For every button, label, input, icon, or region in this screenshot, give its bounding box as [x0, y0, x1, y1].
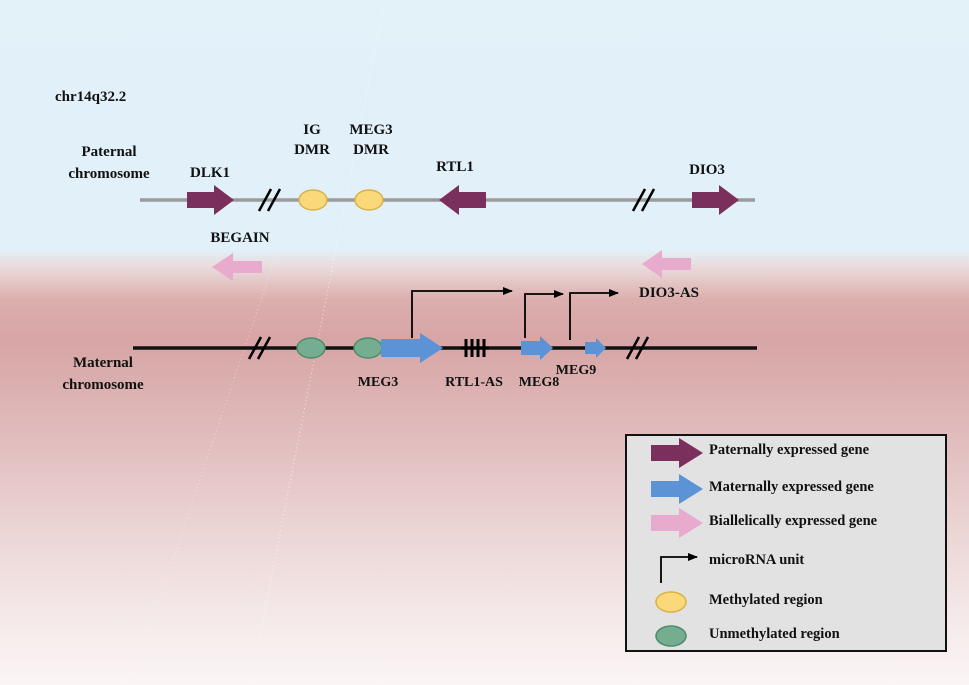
ig-dmr-unmethylated-circle	[296, 337, 326, 359]
legend-maternal-label: Maternally expressed gene	[709, 479, 874, 495]
paternal-label-line1: Paternal	[81, 144, 137, 160]
meg3-gene-arrow	[381, 333, 443, 363]
meg3-dmr-label: MEG3 DMR	[349, 120, 392, 160]
break-mark	[625, 336, 650, 360]
legend-biallelic-arrow	[651, 508, 703, 538]
legend-unmethylated-circle	[655, 625, 687, 647]
meg9-label: MEG9	[555, 363, 597, 378]
meg3-dmr-unmethylated-circle	[353, 337, 383, 359]
meg8-gene-arrow	[521, 336, 553, 360]
dio3-as-label: DIO3-AS	[639, 285, 700, 301]
paternal-label-line2: chromosome	[68, 166, 150, 182]
legend-microrna-label: microRNA unit	[709, 552, 805, 568]
legend-maternal-arrow	[651, 474, 703, 504]
legend-microrna-arrow	[660, 553, 698, 583]
dlk1-label: DLK1	[189, 165, 231, 181]
locus-title: chr14q32.2	[55, 89, 127, 105]
begain-gene-arrow	[212, 253, 262, 281]
meg3-label: MEG3	[357, 375, 399, 390]
legend-paternal-arrow	[651, 438, 703, 468]
break-mark	[257, 188, 282, 212]
maternal-label-line2: chromosome	[62, 377, 144, 393]
begain-label: BEGAIN	[210, 230, 270, 246]
meg3-dmr-line1: MEG3	[349, 122, 393, 138]
ig-dmr-line2: DMR	[294, 142, 330, 158]
meg8-label: MEG8	[518, 375, 560, 390]
rtl1-as-label: RTL1-AS	[445, 375, 503, 390]
dio3-gene-arrow	[692, 185, 739, 215]
microrna-unit-arrow	[569, 289, 619, 340]
legend-methylated-label: Methylated region	[709, 592, 823, 608]
meg3-dmr-line2: DMR	[353, 142, 389, 158]
break-mark	[247, 336, 272, 360]
meg9-gene-arrow	[585, 338, 606, 358]
microrna-unit-arrow	[524, 290, 564, 338]
legend-methylated-circle	[655, 591, 687, 613]
rtl1-as-cluster	[461, 339, 489, 357]
meg3-dmr-methylated-circle	[354, 189, 384, 211]
maternal-chromosome-label: Maternal chromosome	[62, 352, 143, 396]
dio3-as-gene-arrow	[642, 250, 691, 278]
legend-paternal-label: Paternally expressed gene	[709, 442, 870, 458]
scan-line	[249, 0, 386, 685]
ig-dmr-methylated-circle	[298, 189, 328, 211]
rtl1-gene-arrow	[439, 185, 486, 215]
legend-unmethylated-label: Unmethylated region	[709, 626, 840, 642]
ig-dmr-line1: IG	[303, 122, 321, 138]
break-mark	[631, 188, 656, 212]
microrna-unit-arrow	[411, 287, 513, 338]
dio3-label: DIO3	[689, 162, 725, 178]
legend-biallelic-label: Biallelically expressed gene	[709, 513, 878, 529]
maternal-label-line1: Maternal	[73, 355, 133, 371]
legend-symbols	[651, 438, 703, 647]
ig-dmr-label: IG DMR	[294, 120, 330, 160]
dlk1-gene-arrow	[187, 185, 234, 215]
rtl1-label: RTL1	[436, 159, 474, 175]
legend: Paternally expressed gene Maternally exp…	[625, 434, 947, 652]
paternal-chromosome-label: Paternal chromosome	[68, 141, 149, 185]
